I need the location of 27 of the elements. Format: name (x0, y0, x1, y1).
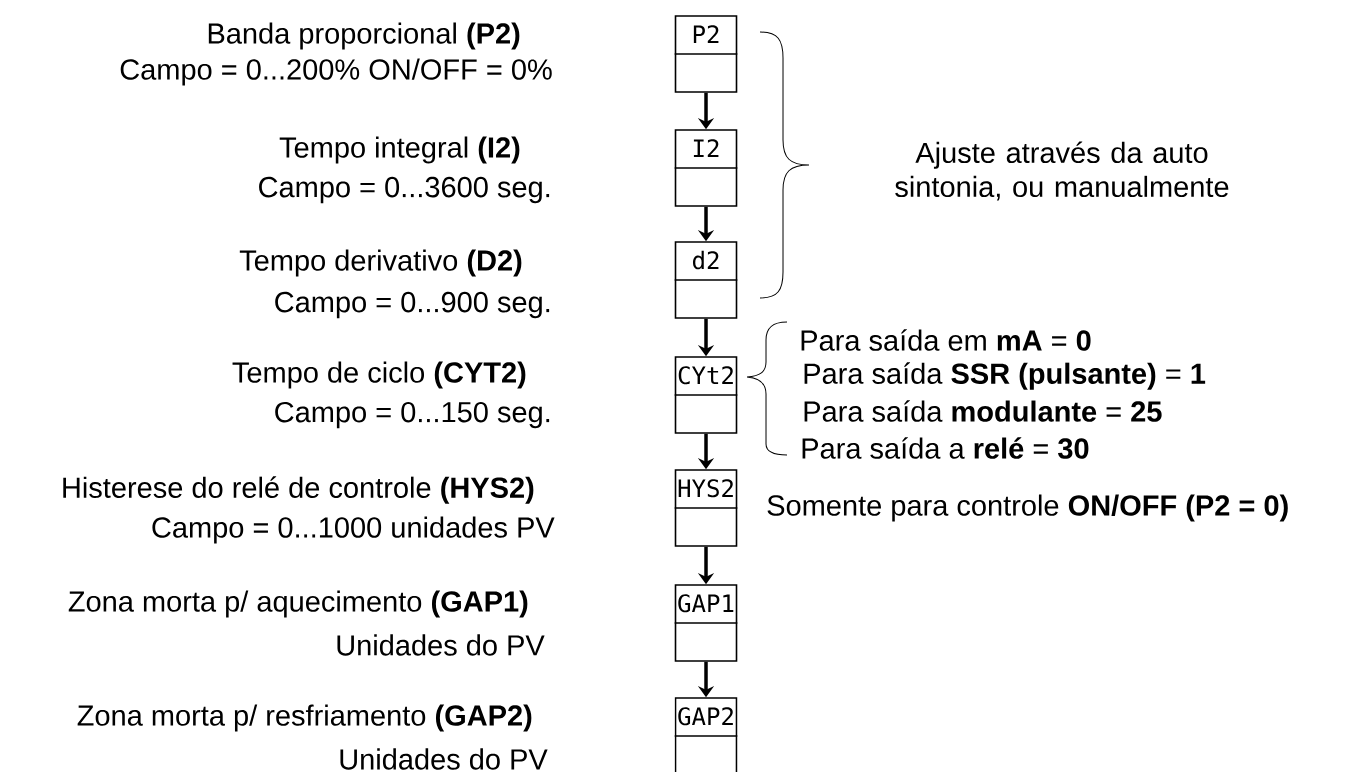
output-setting: Para saída modulante = 25 (804, 400, 1162, 422)
parameter-name: Zona morta p/ resfriamento (GAP2) (77, 704, 532, 732)
display-box: CYt2 (673, 356, 739, 434)
parameter-range: Campo = 0...3600 seg. (259, 176, 550, 204)
parameter-range: Campo = 0...200% ON/OFF = 0% (120, 58, 552, 86)
parameter-name: Tempo integral (I2) (279, 136, 520, 164)
parameter-name: Tempo derivativo (D2) (239, 249, 522, 277)
parameter-range: Unidades do PV (337, 634, 545, 656)
output-setting: Para saída SSR (pulsante) = 1 (804, 362, 1206, 390)
display-box: GAP2 (673, 697, 739, 772)
parameter-name: Zona morta p/ aquecimento (GAP1) (68, 590, 528, 618)
note: Somente para controle ON/OFF (P2 = 0) (767, 494, 1288, 522)
parameter-range: Unidades do PV (340, 748, 548, 770)
note: Ajuste através da auto sintonia, ou manualmente (895, 141, 1229, 201)
display-box: GAP1 (673, 584, 739, 662)
display-box: I2 (673, 129, 739, 207)
parameter-name: Tempo de ciclo (CYT2) (232, 361, 526, 389)
display-box: P2 (673, 15, 739, 93)
parameter-name: Histerese do relé de controle (HYS2) (63, 476, 534, 504)
parameter-range: Campo = 0...1000 unidades PV (152, 516, 555, 544)
display-box: d2 (673, 241, 739, 319)
display-box: HYS2 (673, 469, 739, 547)
parameter-range: Campo = 0...900 seg. (275, 291, 550, 319)
parameter-name: Banda proporcional (P2) (208, 22, 520, 50)
output-setting: Para saída em mA = 0 (801, 329, 1091, 351)
parameter-range: Campo = 0...150 seg. (275, 401, 550, 429)
output-setting: Para saída a relé = 30 (802, 437, 1089, 459)
